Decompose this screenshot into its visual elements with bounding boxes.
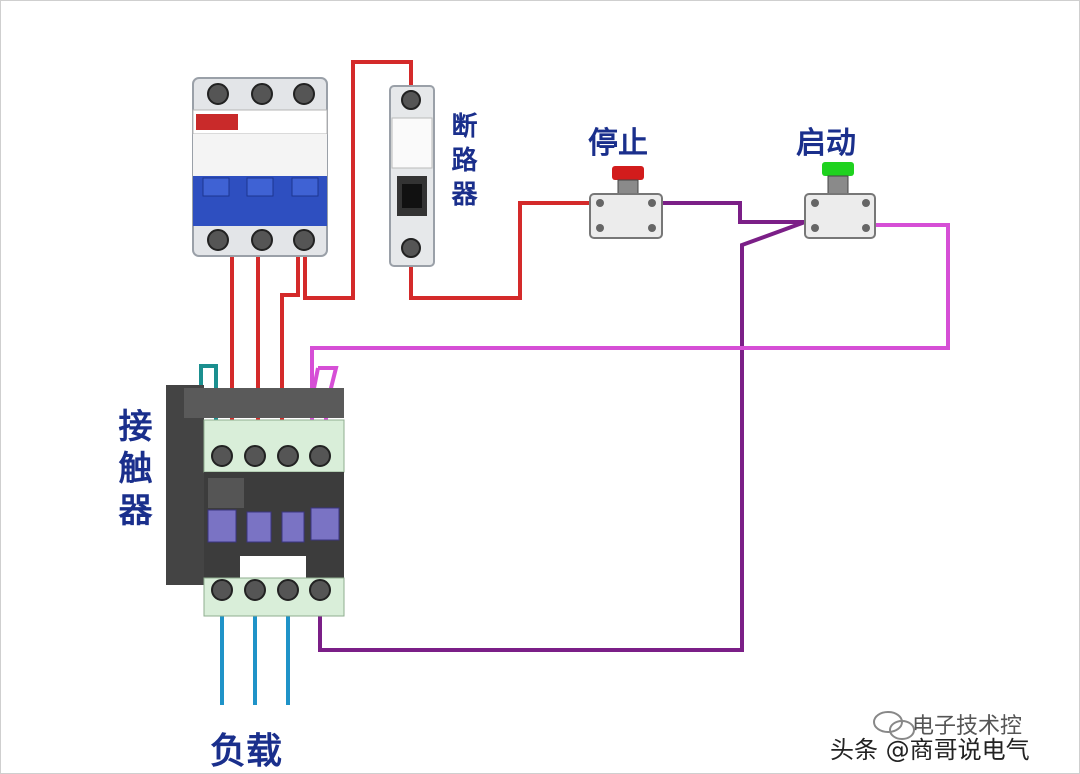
watermark-line1: 电子技术控 [912,714,1023,739]
start-to-coil-wire [310,223,950,430]
watermark-logo-icon [873,711,915,740]
single-pole-breaker [389,85,435,267]
contactor-label: 接触器 [112,408,152,534]
control-wires [318,201,806,652]
watermark-line2: 头条 @商哥说电气 [830,736,1030,764]
load-wires [220,600,290,705]
stop-label: 停止 [588,126,648,161]
three-pole-breaker [192,77,328,257]
stop-to-start-wire [660,201,805,224]
load-label: 负载 [210,731,283,772]
start-label: 启动 [796,126,856,161]
stop-button [589,166,663,239]
supply-to-breaker-wire [303,60,413,300]
phase-wire-l3 [280,250,300,440]
breaker-to-stop-wire [409,201,590,300]
start-button [804,162,876,239]
contactor [166,385,345,617]
start-to-aux-wire [318,220,806,652]
breaker-label: 断路器 [447,112,477,214]
